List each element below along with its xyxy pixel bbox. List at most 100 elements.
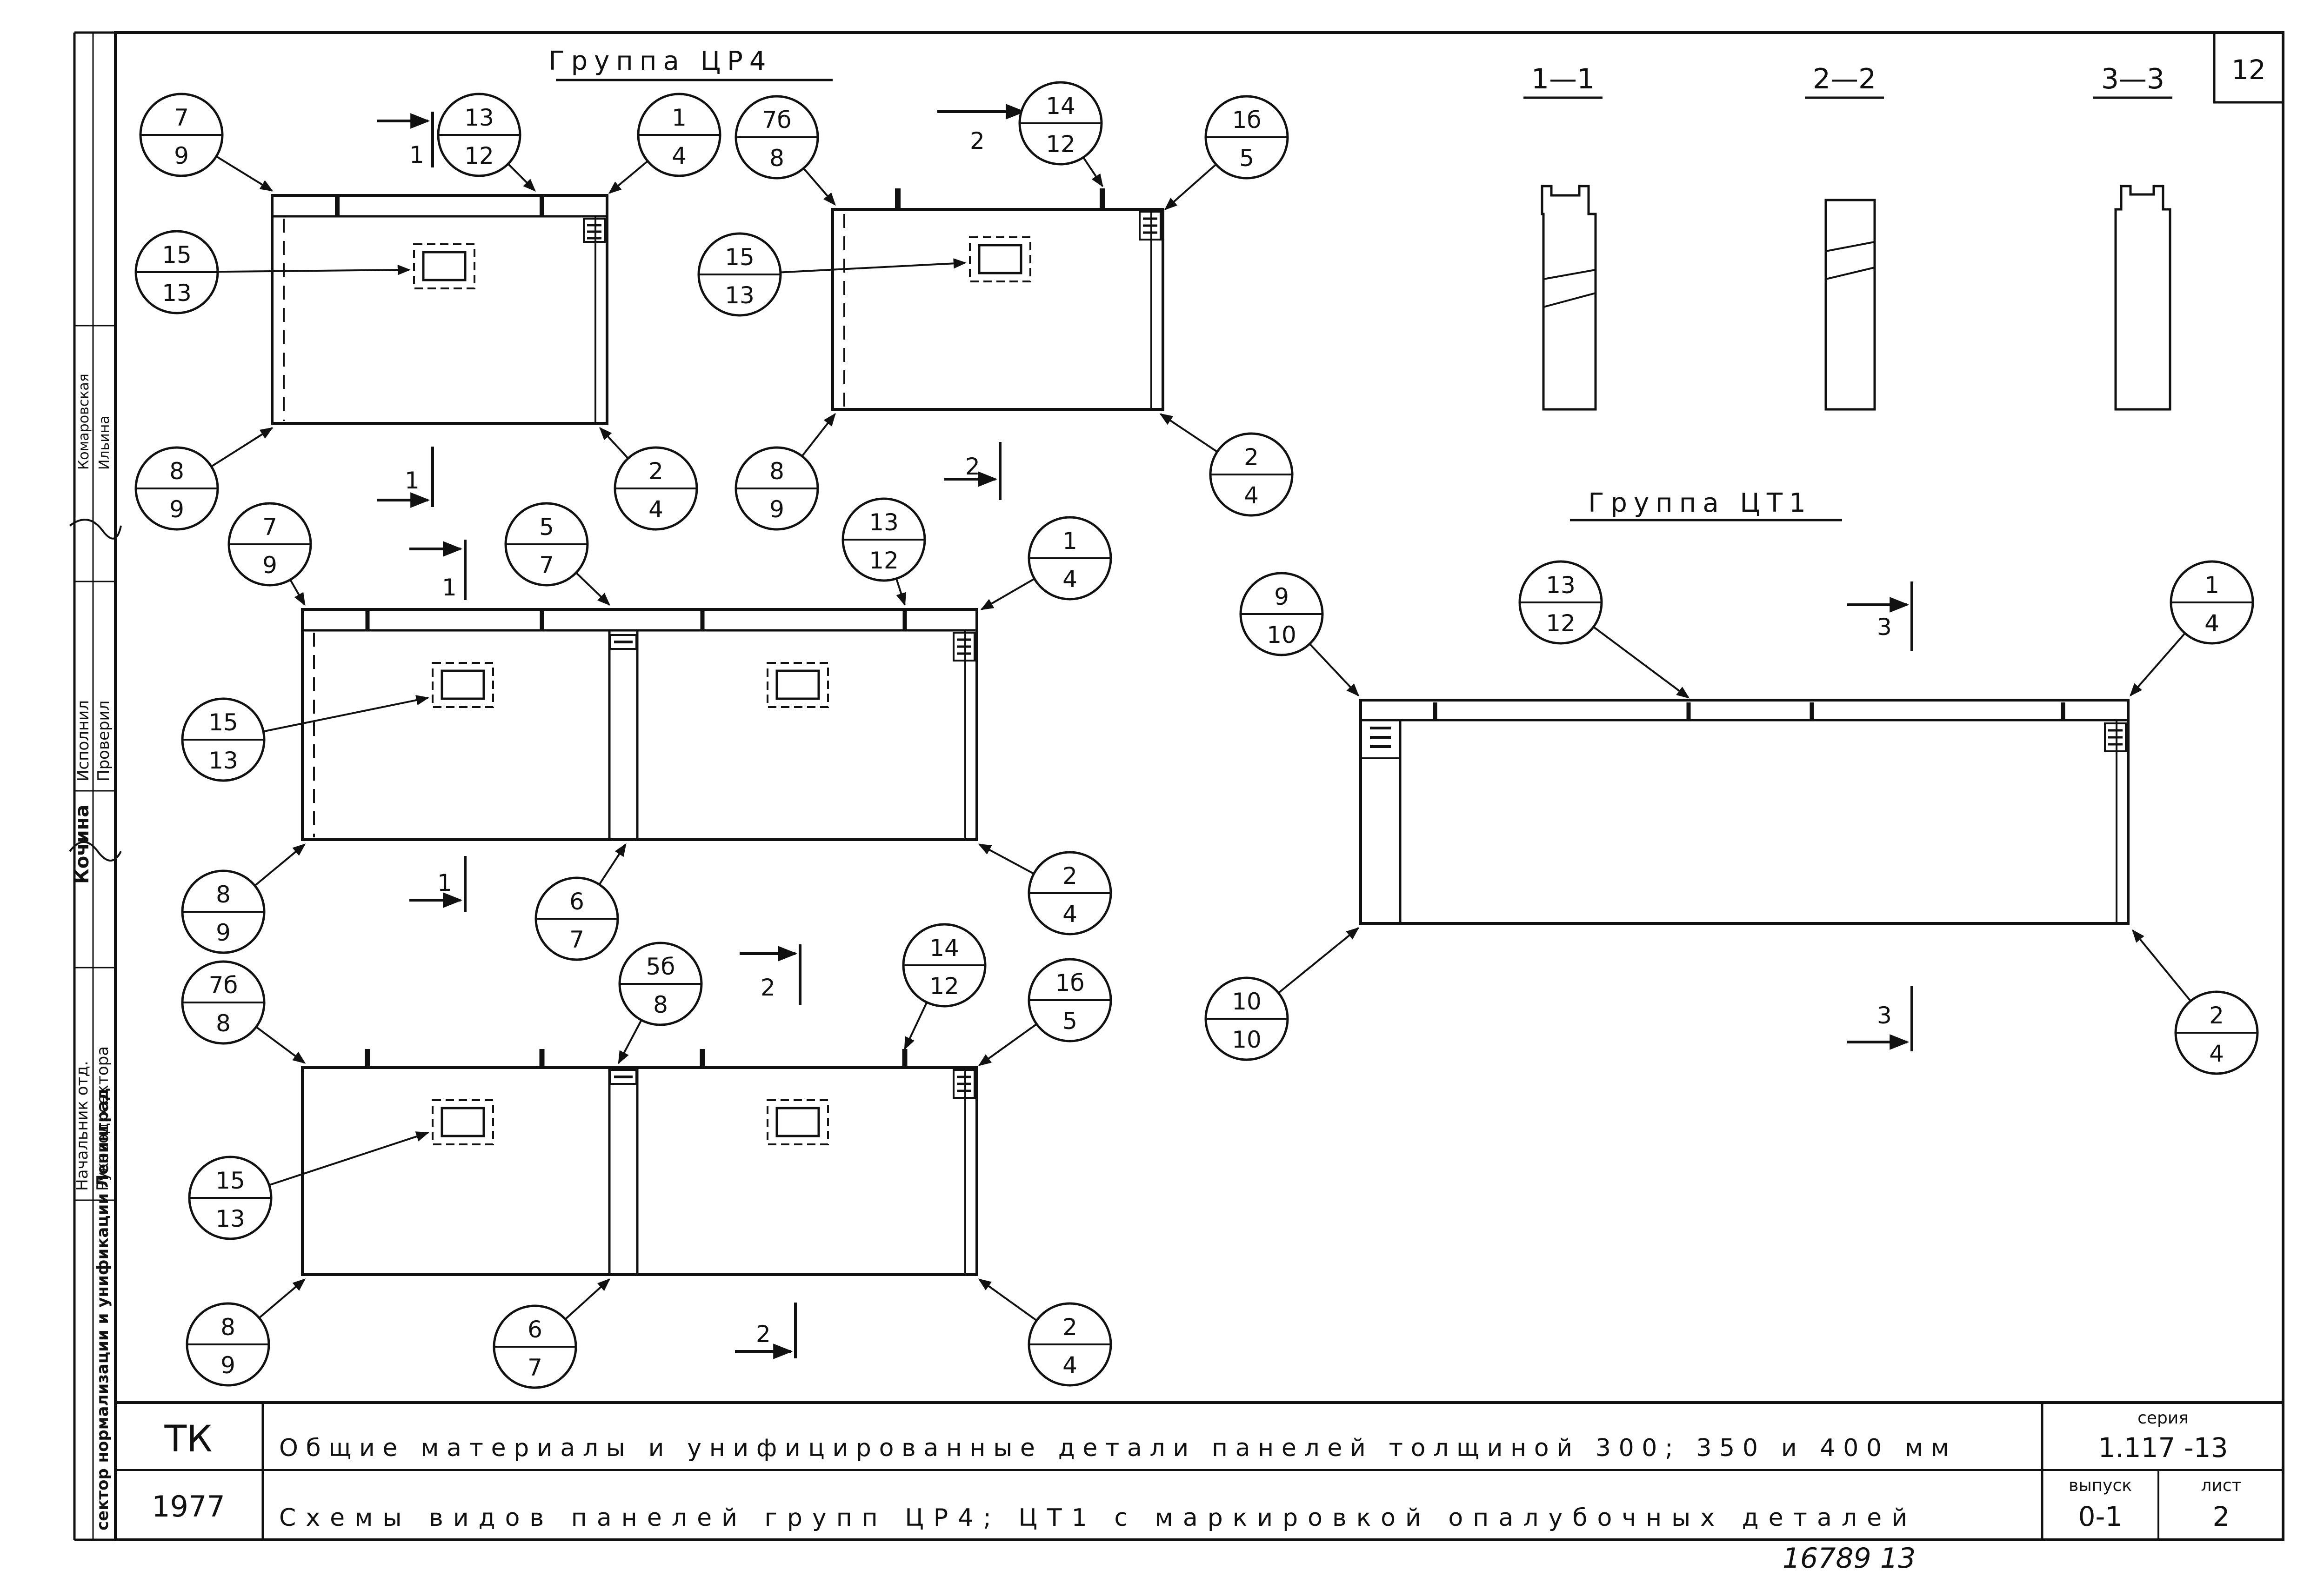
svg-text:2: 2: [761, 974, 775, 1001]
callout-top-label: 1б: [1055, 969, 1085, 996]
callout-bottom-label: 8: [769, 145, 784, 172]
callout-bottom-label: 4: [2204, 610, 2219, 637]
callout-c-tr: 14: [980, 516, 1112, 610]
svg-text:3: 3: [1877, 614, 1892, 641]
sheet-number: 12: [2231, 54, 2266, 86]
svg-text:1: 1: [405, 467, 420, 494]
callout-bottom-label: 4: [672, 142, 687, 169]
callout-top-label: 6: [569, 888, 584, 915]
title-sheet-label: лист: [2201, 1476, 2241, 1495]
callout-c-br: 24: [978, 843, 1112, 936]
callout-d-br: 24: [978, 1278, 1112, 1387]
callout-top-label: 13: [1546, 572, 1576, 599]
callout-bottom-label: 12: [464, 142, 494, 169]
callout-bottom-label: 7: [569, 926, 584, 953]
callout-d-tl: 7б8: [181, 960, 306, 1064]
callout-top-label: 2: [1062, 1314, 1077, 1341]
callout-top-label: 14: [1046, 93, 1075, 120]
section-2-2: 2—2: [1805, 63, 1884, 411]
group-cr4-title: Группа ЦР4: [548, 46, 772, 76]
sheet-frame: [73, 31, 2284, 1541]
callout-top-label: 1: [1062, 528, 1077, 555]
svg-text:1—1: 1—1: [1531, 63, 1595, 95]
callout-top-label: 15: [725, 244, 755, 271]
callout-top-label: 13: [464, 104, 494, 131]
callout-top-label: 14: [929, 935, 959, 962]
callout-layer: 79131214151389247б814121б515138924795713…: [134, 81, 2259, 1389]
callout-bottom-label: 4: [1062, 1352, 1077, 1379]
callout-d-bl: 89: [186, 1278, 306, 1387]
callout-top-label: 5: [539, 514, 554, 541]
callout-e-tl: 910: [1239, 572, 1359, 697]
panel-cr4-d: [301, 1049, 978, 1276]
callout-bottom-label: 9: [216, 919, 231, 946]
title-sheet-value: 2: [2213, 1501, 2230, 1532]
callout-top-label: 15: [208, 709, 238, 736]
callout-bottom-label: 7: [528, 1354, 542, 1381]
side-stamp-checked: Проверил: [94, 701, 113, 782]
callout-top-label: 1: [2204, 572, 2219, 599]
side-stamp: сектор нормализации и унификации Ленингр…: [69, 325, 122, 1530]
callout-bottom-label: 12: [1546, 610, 1576, 637]
callout-top-label: 8: [220, 1314, 235, 1341]
section-1-1: 1—1: [1523, 63, 1603, 411]
callout-top-label: 2: [648, 458, 663, 485]
side-stamp-executed: Исполнил: [74, 700, 93, 782]
callout-top-label: 8: [769, 458, 784, 485]
callout-top-label: 7: [174, 104, 189, 131]
callout-b-bl: 89: [735, 413, 836, 531]
callout-top-label: 7б: [762, 107, 792, 134]
callout-bottom-label: 13: [208, 747, 238, 774]
title-year: 1977: [152, 1490, 225, 1524]
callout-c-bl: 89: [181, 843, 306, 954]
callout-bottom-label: 12: [929, 973, 959, 1000]
callout-bottom-label: 10: [1267, 621, 1296, 648]
callout-bottom-label: 8: [653, 991, 668, 1018]
callout-b-tr: 1б5: [1164, 95, 1289, 210]
title-series-label: серия: [2137, 1409, 2189, 1428]
callout-a-br: 24: [599, 427, 698, 531]
svg-text:1: 1: [437, 869, 452, 896]
callout-d-tm: 5б8: [618, 942, 703, 1064]
side-stamp-org: сектор нормализации и унификации Ленингр…: [93, 1088, 112, 1530]
callout-bottom-label: 4: [1062, 566, 1077, 593]
panel-cr4-c: [301, 608, 978, 841]
callout-bottom-label: 9: [169, 496, 184, 523]
callout-top-label: 8: [169, 458, 184, 485]
svg-text:3: 3: [1877, 1002, 1892, 1029]
archive-number: 16789 13: [1783, 1542, 1916, 1575]
title-block: [115, 1401, 2283, 1540]
callout-c-tm: 57: [504, 502, 611, 606]
callout-top-label: 7б: [209, 972, 238, 999]
callout-c-tl: 79: [227, 502, 312, 606]
callout-top-label: 15: [215, 1167, 245, 1194]
side-stamp-head-dept: Начальник отд.: [73, 1061, 92, 1191]
svg-text:2: 2: [970, 127, 985, 154]
callout-top-label: 2: [1062, 862, 1077, 889]
panel-cr4-a: [271, 194, 608, 425]
callout-bottom-label: 12: [869, 547, 899, 574]
callout-d-tr: 1б5: [978, 958, 1112, 1066]
callout-bottom-label: 5: [1062, 1008, 1077, 1035]
callout-bottom-label: 7: [539, 552, 554, 579]
signature-scribble: [69, 519, 122, 862]
side-stamp-head-sector: Руковод. сектора: [93, 1046, 112, 1191]
callout-top-label: 6: [528, 1316, 542, 1343]
callout-top-label: 2: [1244, 444, 1259, 471]
title-line-2: Схемы видов панелей групп ЦР4; ЦТ1 с мар…: [279, 1504, 1907, 1532]
callout-top-label: 1б: [1232, 107, 1262, 134]
callout-b-tl: 7б8: [735, 95, 836, 206]
callout-bottom-label: 12: [1046, 131, 1075, 158]
callout-top-label: 1: [672, 104, 687, 131]
title-issue-value: 0-1: [2078, 1501, 2123, 1532]
side-stamp-name2: Комаровская: [76, 374, 92, 470]
title-issue-label: выпуск: [2069, 1476, 2132, 1495]
